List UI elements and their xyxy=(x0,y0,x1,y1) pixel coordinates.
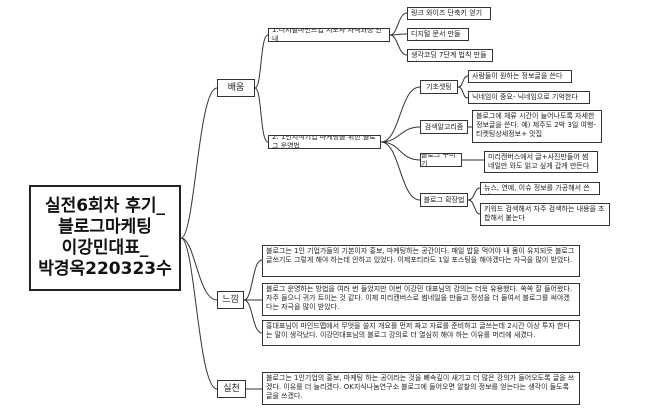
learn-sub1-item[interactable]: 디지털 문서 만들기 xyxy=(407,28,469,41)
blog-group-decoration[interactable]: 블로그 꾸미기 xyxy=(420,153,462,167)
blog-group-item[interactable]: 키워드 검색해서 자주 검색하는 내용을 조합해서 붙는다 xyxy=(480,203,610,226)
branch-learn[interactable]: 배움 xyxy=(217,79,255,97)
practice-item[interactable]: 블로그는 1인기업의 홍보, 마케팅 하는 공이라는 것을 뼈속깊이 새기고 더… xyxy=(262,372,580,405)
root-topic[interactable]: 실전6회차 후기_ 블로그마케팅 이강민대표_ 박경옥220323수 xyxy=(29,185,181,291)
branch-practice[interactable]: 실천 xyxy=(217,380,246,398)
blog-group-basic-setup[interactable]: 기초셋팅 xyxy=(420,80,458,94)
learn-sub-certification[interactable]: 1.디지털마인드업 지도사 자격과정 안내 xyxy=(268,28,390,42)
blog-group-search-algorithm[interactable]: 검색알고리즘 xyxy=(420,120,468,134)
blog-group-item[interactable]: 뉴스, 연예, 이슈 정보를 가공해서 쓴다 xyxy=(480,182,600,195)
blog-group-item[interactable]: 닉네임이 중요- 닉네임으로 기억한다 xyxy=(468,91,590,104)
feeling-item[interactable]: 블로그 운영하는 방법을 여러 번 들었지만 이번 이강민 대표님의 강의는 더… xyxy=(262,283,580,316)
learn-sub-blog-method[interactable]: 2. 1인지식기업 마케팅을 위한 블로그 운영법 xyxy=(268,135,381,149)
blog-group-item[interactable]: 미리캔버스에서 글+사진만들어 썸네일만 와도 읽고 싶게 갑게 만든다 xyxy=(484,151,598,173)
learn-sub1-item[interactable]: 링크 와이즈 단축키 얻기 xyxy=(407,7,491,20)
branch-feeling[interactable]: 느낌 xyxy=(217,291,244,309)
learn-sub1-item[interactable]: 생각코딩 7단계 법칙 만들기 xyxy=(407,49,493,62)
blog-group-item[interactable]: 사람들이 원하는 정보글을 쓴다 xyxy=(468,70,572,83)
feeling-item[interactable]: 블로그는 1인 기업가들의 기본이자 홍보, 마케팅하는 공간이다. 매일 밥을… xyxy=(262,245,580,277)
blog-group-item[interactable]: 블로그에 체류 시간이 늘어나도록 자세한 정보글을 쓴다. 예) 제주도 2박… xyxy=(472,110,602,143)
feeling-item[interactable]: 홍대표님이 마인드맵에서 무엇을 쓸지 개요를 먼저 짜고 자료를 준비하고 글… xyxy=(262,320,580,346)
blog-group-expansion[interactable]: 블로그 확장법 xyxy=(420,193,468,207)
